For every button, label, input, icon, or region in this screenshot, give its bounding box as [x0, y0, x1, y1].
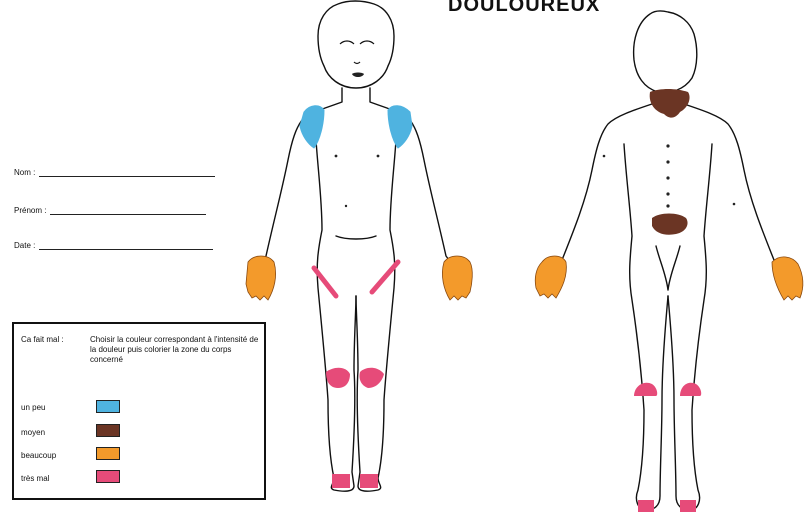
legend-swatch-tres-mal	[96, 470, 120, 483]
front-right-knee-pain	[359, 368, 384, 388]
date-field[interactable]: Date :	[14, 241, 213, 250]
legend-swatch-un-peu	[96, 400, 120, 413]
back-spine-dots	[666, 144, 669, 207]
legend-swatch-moyen	[96, 424, 120, 437]
body-back-figure	[520, 0, 810, 524]
back-right-heel-pain	[680, 500, 696, 512]
front-face	[340, 41, 374, 64]
back-right-hand-pain	[772, 257, 803, 300]
nom-label: Nom :	[14, 168, 35, 177]
date-label: Date :	[14, 241, 35, 250]
back-neck-pain	[650, 89, 690, 118]
front-left-shoulder-pain	[300, 106, 324, 148]
front-mouth	[352, 73, 364, 78]
legend-label-un-peu: un peu	[21, 403, 45, 412]
nom-line[interactable]	[39, 175, 215, 177]
legend-label-moyen: moyen	[21, 428, 45, 437]
front-left-ankle-pain	[332, 474, 350, 488]
prenom-field[interactable]: Prénom :	[14, 206, 206, 215]
back-lower-back-pain	[652, 214, 688, 235]
prenom-line[interactable]	[50, 213, 206, 215]
body-front-figure	[230, 0, 490, 524]
front-right-shoulder-pain	[388, 106, 412, 148]
front-right-ankle-pain	[360, 474, 378, 488]
legend-swatch-beaucoup	[96, 447, 120, 460]
back-left-heel-pain	[638, 500, 654, 512]
nom-field[interactable]: Nom :	[14, 168, 215, 177]
legend-label-beaucoup: beaucoup	[21, 451, 56, 460]
front-right-hand-pain	[442, 256, 472, 300]
date-line[interactable]	[39, 248, 213, 250]
pain-legend: Ca fait mal : Choisir la couleur corresp…	[12, 322, 266, 500]
prenom-label: Prénom :	[14, 206, 46, 215]
back-right-knee-pain	[680, 383, 701, 396]
front-left-hand-pain	[246, 256, 276, 300]
legend-header: Ca fait mal :	[21, 335, 64, 344]
front-left-knee-pain	[326, 368, 350, 388]
back-left-knee-pain	[634, 383, 657, 396]
legend-label-tres-mal: très mal	[21, 474, 49, 483]
back-left-hand-pain	[535, 256, 566, 298]
